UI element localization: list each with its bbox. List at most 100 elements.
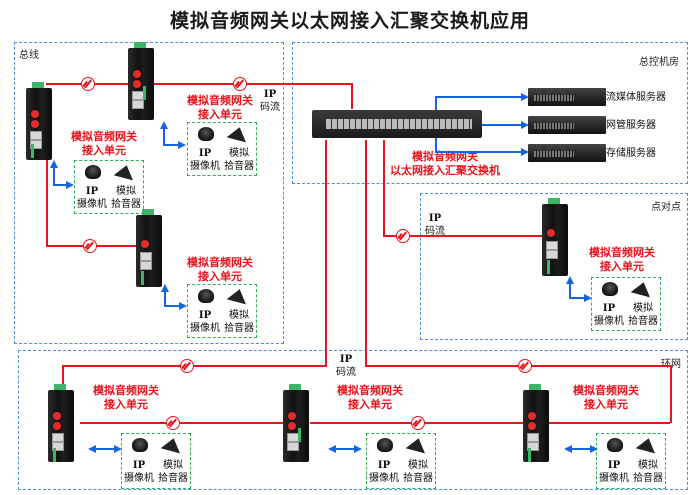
arrow-left-icon (88, 445, 96, 453)
zone-ring: 环网 (18, 350, 688, 490)
fiber-optic-icon (180, 359, 194, 373)
fiber-optic-icon (81, 77, 95, 91)
arrow-right-icon (521, 121, 529, 129)
ethernet-link (163, 144, 179, 146)
access-unit[interactable] (119, 42, 163, 120)
ethernet-link (571, 448, 593, 450)
ethernet-link (435, 96, 437, 110)
fiber-link (383, 140, 385, 236)
arrow-right-icon (590, 445, 598, 453)
access-unit-label: 模拟音频网关接入单元 (573, 384, 639, 411)
arrow-right-icon (114, 445, 122, 453)
arrow-up-icon (566, 276, 574, 284)
ethernet-link (163, 125, 165, 145)
access-unit[interactable] (39, 384, 83, 462)
server-label: 网管服务器 (606, 120, 656, 131)
arrow-left-icon (328, 445, 336, 453)
ip-camera-icon (198, 127, 214, 141)
ethernet-link (53, 184, 67, 186)
access-unit-label: 模拟音频网关接入单元 (187, 94, 253, 121)
microphone-icon (630, 279, 654, 298)
arrow-right-icon (179, 302, 187, 310)
access-unit-label: 模拟音频网关接入单元 (93, 384, 159, 411)
microphone-icon (405, 435, 429, 454)
server-label: 存储服务器 (606, 148, 656, 159)
ip-camera-icon (198, 289, 214, 303)
ip-camera-icon (132, 438, 148, 452)
fiber-link (365, 140, 367, 365)
zone-point-to-point-label: 点对点 (651, 202, 681, 213)
ethernet-link (482, 124, 523, 126)
fiber-optic-icon (396, 229, 410, 243)
switch-label: 模拟音频网关 以太网接入汇聚交换机 (390, 150, 500, 177)
microphone-icon (635, 435, 659, 454)
arrow-up-icon (161, 284, 169, 292)
fiber-link (46, 160, 48, 246)
zone-ring-label: 环网 (661, 355, 681, 370)
arrow-right-icon (521, 93, 529, 101)
arrow-up-icon (50, 160, 58, 168)
server-label: 流媒体服务器 (606, 92, 666, 103)
access-unit[interactable] (127, 209, 171, 287)
fiber-optic-icon (233, 77, 247, 91)
server-management[interactable] (528, 116, 606, 134)
ip-stream-label: IP 码流 (260, 89, 280, 113)
access-unit[interactable] (533, 198, 577, 276)
ip-camera-icon (85, 165, 101, 179)
access-unit-label: 模拟音频网关接入单元 (589, 246, 655, 273)
access-unit[interactable] (514, 384, 558, 462)
ethernet-link (53, 165, 55, 185)
zone-point-to-point: 点对点 (420, 193, 688, 340)
ip-stream-label: IP 码流 (336, 354, 356, 378)
diagram-title: 模拟音频网关以太网接入汇聚交换机应用 (169, 10, 530, 32)
fiber-link (62, 365, 327, 367)
arrow-up-icon (160, 121, 168, 129)
arrow-left-icon (564, 445, 572, 453)
ethernet-link (435, 96, 523, 98)
ethernet-link (569, 297, 585, 299)
access-unit[interactable] (274, 384, 318, 462)
arrow-right-icon (354, 445, 362, 453)
ethernet-link (435, 138, 437, 152)
ethernet-link (335, 448, 357, 450)
fiber-optic-icon (83, 239, 97, 253)
ip-camera-icon (377, 438, 393, 452)
ip-stream-label: IP 码流 (425, 213, 445, 237)
switch-ports (326, 119, 472, 129)
fiber-link (80, 422, 290, 424)
fiber-optic-icon (166, 416, 180, 430)
ethernet-link (435, 151, 523, 153)
ethernet-link (95, 448, 117, 450)
zone-bus-label: 总线 (19, 50, 39, 61)
fiber-link (670, 365, 672, 423)
access-unit-label: 模拟音频网关接入单元 (337, 384, 403, 411)
fiber-link (150, 83, 353, 85)
arrow-right-icon (178, 141, 186, 149)
arrow-right-icon (584, 294, 592, 302)
ethernet-link (164, 288, 166, 306)
aggregation-switch[interactable] (312, 110, 482, 138)
access-unit[interactable] (17, 82, 61, 160)
microphone-icon (226, 124, 250, 143)
fiber-optic-icon (411, 416, 425, 430)
access-unit-label: 模拟音频网关接入单元 (71, 130, 137, 157)
fiber-link (383, 235, 543, 237)
zone-control-room: 总控机房 (292, 42, 688, 184)
fiber-link (62, 365, 64, 385)
fiber-link (351, 83, 353, 109)
zone-bus: 总线 (14, 42, 284, 344)
access-unit-label: 模拟音频网关接入单元 (187, 256, 253, 283)
microphone-icon (160, 435, 184, 454)
ethernet-link (164, 305, 180, 307)
arrow-right-icon (66, 181, 74, 189)
fiber-optic-icon (518, 359, 532, 373)
server-streaming[interactable] (528, 88, 606, 106)
server-storage[interactable] (528, 144, 606, 162)
